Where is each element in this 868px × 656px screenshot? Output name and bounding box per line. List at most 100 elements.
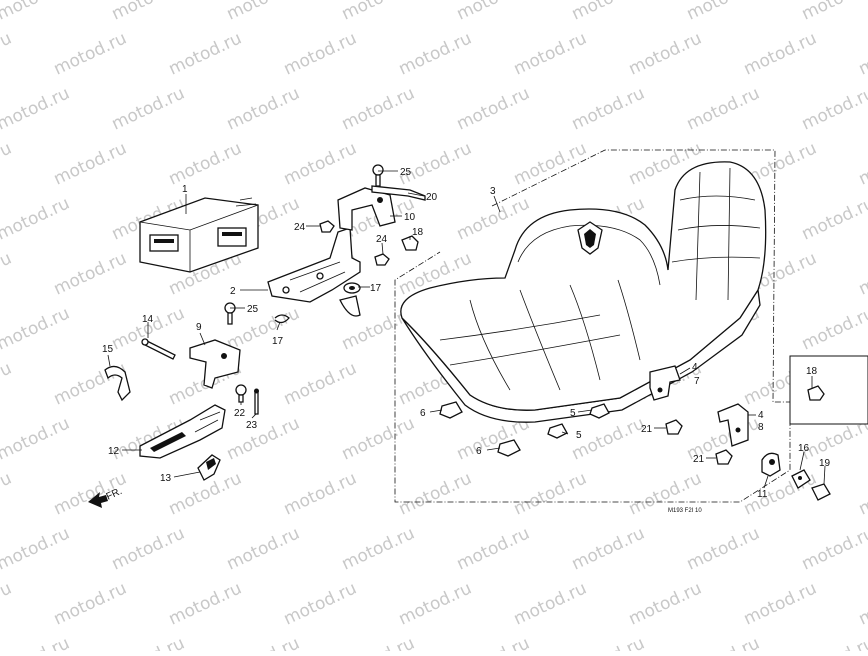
callout-16: 16 xyxy=(798,443,810,454)
watermark-text: motod.ru xyxy=(511,138,590,189)
callout-21-lower: 21 xyxy=(693,454,705,465)
callout-labels: 1 2 3 25 20 10 24 24 18 17 25 17 14 9 15… xyxy=(102,167,831,500)
watermark-text: motod.ru xyxy=(339,0,418,25)
callout-25-top: 25 xyxy=(400,167,412,178)
callout-10: 10 xyxy=(404,212,416,223)
callout-23: 23 xyxy=(246,420,258,431)
watermark-text: motod.ru xyxy=(224,413,303,464)
callout-14: 14 xyxy=(142,314,154,325)
watermark-text: motod.ru xyxy=(0,468,15,519)
seat-passenger-quilting xyxy=(671,167,761,301)
watermark-text: motod.ru xyxy=(856,28,868,79)
callout-5-lower: 5 xyxy=(576,430,582,441)
callout-17-grommet: 17 xyxy=(370,283,382,294)
callout-6-lower: 6 xyxy=(476,446,482,457)
watermark-text: motod.ru xyxy=(626,28,705,79)
watermark-text: motod.ru xyxy=(799,193,868,244)
watermark-text: motod.ru xyxy=(109,83,188,134)
watermark-text: motod.ru xyxy=(799,83,868,134)
latch xyxy=(197,454,221,481)
watermark-text: motod.ru xyxy=(0,83,73,134)
leader-lines xyxy=(107,170,826,489)
watermark-text: motod.ru xyxy=(51,248,130,299)
watermark-text: motod.ru xyxy=(281,28,360,79)
watermark-text: motod.ru xyxy=(799,633,868,651)
nut-24b xyxy=(374,253,390,266)
figure-code: M193 F2I 10 xyxy=(668,508,702,514)
watermark-text: motod.ru xyxy=(511,578,590,629)
callout-25-side: 25 xyxy=(247,304,259,315)
callout-11: 11 xyxy=(757,489,768,500)
callout-20: 20 xyxy=(426,192,438,203)
callout-2: 2 xyxy=(230,286,236,297)
watermark-text: motod.ru xyxy=(0,138,15,189)
watermark-text: motod.ru xyxy=(339,633,418,651)
cushion-5b xyxy=(547,423,568,439)
watermark-text: motod.ru xyxy=(856,248,868,299)
seat-rider-quilting xyxy=(439,279,641,391)
collar xyxy=(791,469,811,489)
grommet xyxy=(343,282,361,294)
watermark-text: motod.ru xyxy=(0,303,73,354)
control-unit xyxy=(139,197,259,273)
pin-23 xyxy=(254,388,259,415)
watermark-text: motod.ru xyxy=(684,523,763,574)
rod xyxy=(141,338,176,360)
watermark-text: motod.ru xyxy=(396,28,475,79)
bolt-22 xyxy=(235,384,247,403)
watermark-text: motod.ru xyxy=(0,358,15,409)
callout-17-clip: 17 xyxy=(272,336,284,347)
seat-body xyxy=(400,161,767,411)
watermark-text: motod.ru xyxy=(396,578,475,629)
watermark-text: motod.ru xyxy=(684,83,763,134)
spring-clip xyxy=(104,365,131,402)
watermark-text: motod.ru xyxy=(511,468,590,519)
cushion-5a xyxy=(589,403,610,419)
watermark-text: motod.ru xyxy=(569,523,648,574)
watermark-text: motod.ru xyxy=(626,578,705,629)
watermark-text: motod.ru xyxy=(109,0,188,25)
watermark-text: motod.ru xyxy=(0,633,73,651)
watermark-text: motod.ru xyxy=(224,83,303,134)
cushion-6b xyxy=(497,439,521,457)
watermark-text: motod.ru xyxy=(224,0,303,25)
watermark-text: motod.ru xyxy=(396,138,475,189)
watermark-text: motod.ru xyxy=(454,523,533,574)
watermark-text: motod.ru xyxy=(0,248,15,299)
watermark-text: motod.ru xyxy=(799,303,868,354)
watermark-text: motod.ru xyxy=(0,0,73,25)
callout-12: 12 xyxy=(108,446,120,457)
small-bracket xyxy=(189,339,241,389)
callout-21-upper: 21 xyxy=(641,424,653,435)
callout-15: 15 xyxy=(102,344,114,355)
screw xyxy=(811,483,831,501)
cushion-6a xyxy=(439,401,463,419)
nut-21b xyxy=(715,449,733,465)
callout-19: 19 xyxy=(819,458,831,469)
watermark-text: motod.ru xyxy=(51,138,130,189)
callout-4-upper: 4 xyxy=(692,362,698,373)
seat-assembly-group xyxy=(394,149,791,503)
watermark-text: motod.ru xyxy=(0,578,15,629)
watermark-text: motod.ru xyxy=(51,28,130,79)
watermark-text: motod.ru xyxy=(569,0,648,25)
watermark-text: motod.ru xyxy=(0,193,73,244)
callout-3: 3 xyxy=(490,186,496,197)
callout-13: 13 xyxy=(160,473,172,484)
callout-7: 7 xyxy=(694,376,700,387)
callout-8: 8 xyxy=(758,422,764,433)
watermark-text: motod.ru xyxy=(224,523,303,574)
holder-clip xyxy=(761,452,781,477)
watermark-text: motod.ru xyxy=(281,358,360,409)
watermark-text: motod.ru xyxy=(109,523,188,574)
watermark-text: motod.ru xyxy=(569,633,648,651)
watermark-text: motod.ru xyxy=(281,138,360,189)
callout-4-lower: 4 xyxy=(758,410,764,421)
callout-5-upper: 5 xyxy=(570,408,576,419)
watermark-text: motod.ru xyxy=(51,578,130,629)
seat-backrest-edge xyxy=(517,224,661,286)
watermark-text: motod.ru xyxy=(396,468,475,519)
callout-1: 1 xyxy=(182,184,188,195)
watermark-text: motod.ru xyxy=(281,578,360,629)
